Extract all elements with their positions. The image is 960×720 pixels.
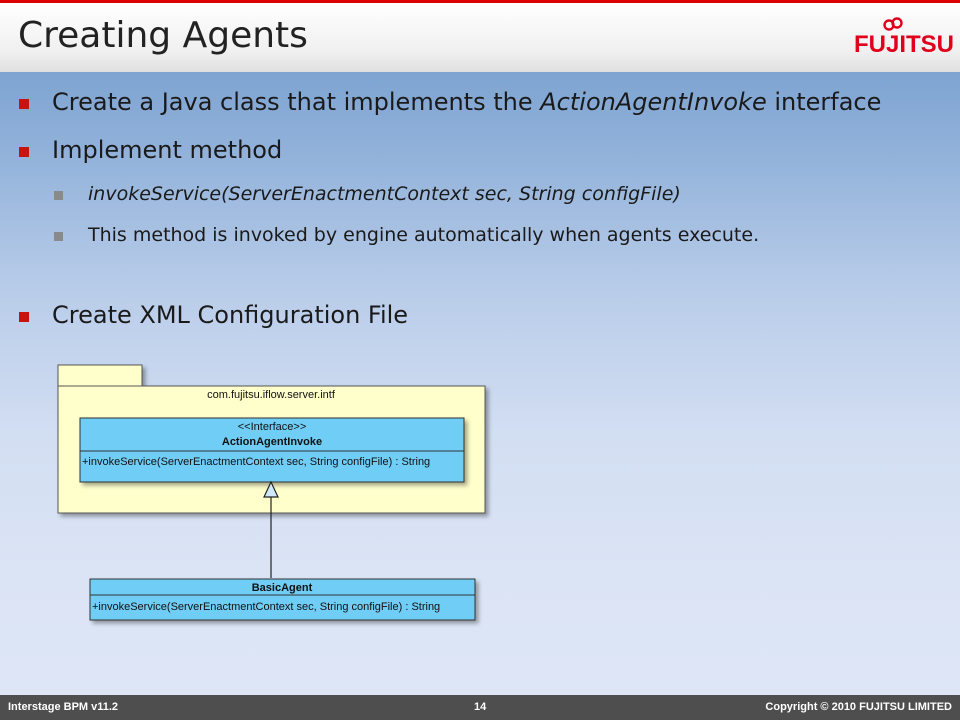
bullet-text: Implement method [52,136,283,164]
red-bullet-icon [19,99,29,109]
package-name: com.fujitsu.iflow.server.intf [207,389,336,401]
title-bar: Creating Agents FUJITSU [0,0,960,72]
uml-interface-box [79,417,465,483]
bullet-create-java-class: Create a Java class that implements the … [19,88,882,116]
red-bullet-icon [19,147,29,157]
product-version: Interstage BPM v11.2 [8,701,119,713]
red-bullet-icon [19,312,29,322]
gray-bullet-icon [54,232,63,241]
interface-name-text: ActionAgentInvoke [540,88,767,116]
bullet-text: Create XML Configuration File [52,301,409,329]
sub-bullet-engine-invoke: This method is invoked by engine automat… [54,224,760,246]
slide-title: Creating Agents [18,15,308,56]
class-name: BasicAgent [252,582,313,594]
uml-class-box [89,578,476,621]
bullet-implement-method: Implement method [19,136,283,164]
infinity-icon [883,17,903,31]
gray-bullet-icon [54,191,63,200]
bullet-create-xml: Create XML Configuration File [19,301,409,329]
class-method: +invokeService(ServerEnactmentContext se… [92,601,440,613]
copyright: Copyright © 2010 FUJITSU LIMITED [765,701,952,713]
sub-bullet-text: invokeService(ServerEnactmentContext sec… [88,183,681,205]
footer-bar: Interstage BPM v11.2 14 Copyright © 2010… [0,695,960,720]
realization-arrow-icon [263,480,279,498]
interface-stereotype: <<Interface>> [238,421,307,433]
bullet-text-suffix: interface [766,88,882,116]
interface-method: +invokeService(ServerEnactmentContext se… [82,456,430,468]
sub-bullet-text: This method is invoked by engine automat… [88,224,760,246]
interface-name: ActionAgentInvoke [222,436,322,448]
logo-text: FUJITSU [854,31,955,58]
page-number: 14 [474,701,487,713]
fujitsu-logo: FUJITSU [850,17,954,61]
bullet-text: Create a Java class that implements the [52,88,541,116]
sub-bullet-invoke-service: invokeService(ServerEnactmentContext sec… [54,183,681,205]
